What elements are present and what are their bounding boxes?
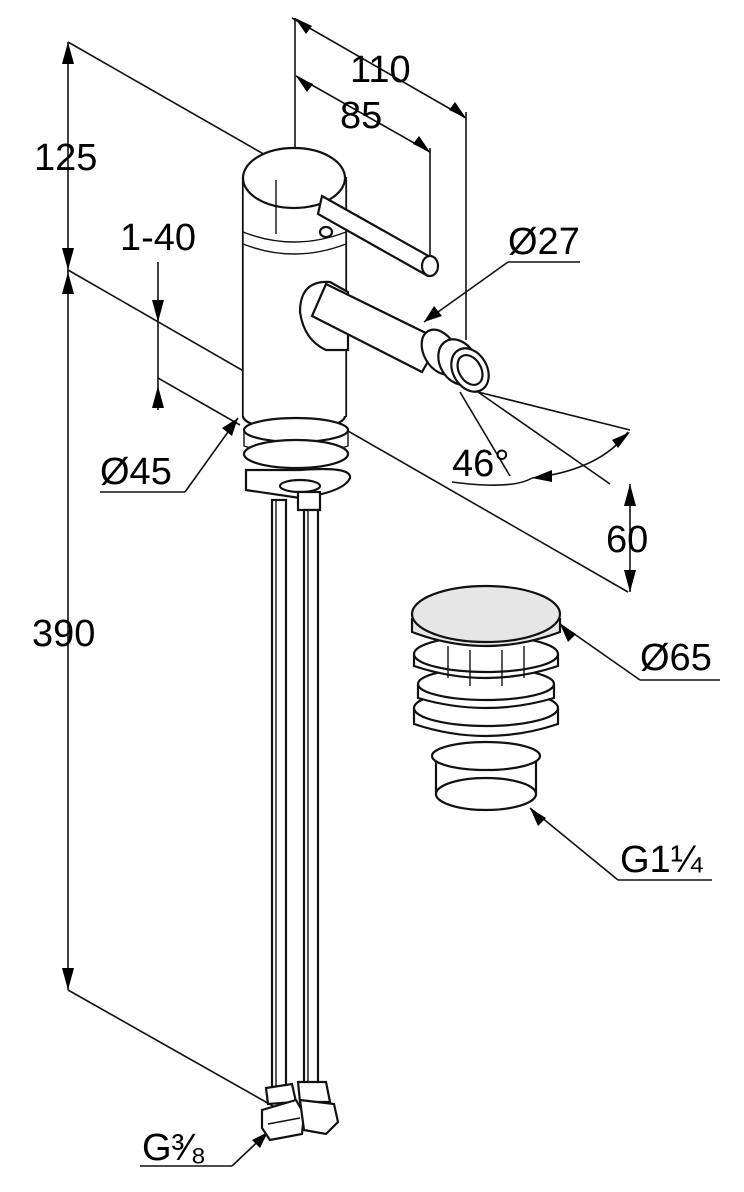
dimension-labels: 110 85 125 1-40 Ø27 Ø45 46° 60 390 Ø65 G… [32, 49, 712, 1169]
dimension-lines [67, 17, 720, 1167]
dim-85-label: 85 [340, 95, 382, 137]
pop-up-waste [410, 584, 562, 812]
dim-1-40-label: 1-40 [120, 217, 196, 259]
dim-110-label: 110 [350, 49, 411, 91]
dim-390-label: 390 [32, 613, 95, 655]
dim-60-label: 60 [606, 519, 648, 561]
thread-g3-8-label: G³⁄₈ [142, 1127, 206, 1169]
mounting-hardware [242, 416, 352, 512]
flexible-hoses [260, 498, 340, 1142]
thread-g1-1-4-label: G1¼ [620, 839, 704, 881]
dim-125-label: 125 [34, 137, 97, 179]
faucet-body [241, 146, 490, 432]
dim-27-diameter-label: Ø27 [508, 221, 580, 263]
dim-46-angle-label: 46° [452, 443, 509, 485]
arrowheads [62, 18, 636, 1148]
dim-45-diameter-label: Ø45 [100, 451, 172, 493]
dim-65-diameter-label: Ø65 [640, 637, 712, 679]
